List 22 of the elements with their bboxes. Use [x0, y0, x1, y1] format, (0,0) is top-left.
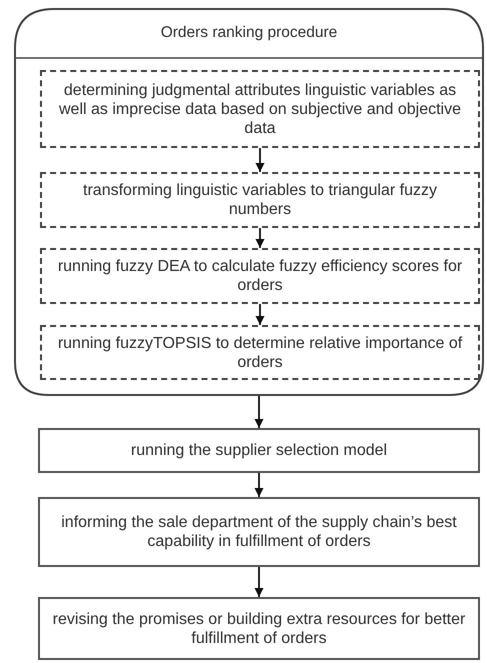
process-box — [38, 428, 480, 473]
step-text: revising the promises or building extra resources for better fulfillment of orders — [52, 610, 466, 648]
step-text: running the supplier selection model — [130, 441, 388, 460]
dashed-step-box — [40, 70, 480, 148]
dashed-step-box — [40, 325, 480, 380]
process-box — [38, 597, 480, 660]
process-box — [38, 497, 480, 567]
arrow — [256, 228, 264, 248]
arrow — [256, 304, 264, 325]
arrow — [254, 396, 264, 428]
step-text: running fuzzyTOPSIS to determine relative importance of orders — [56, 334, 464, 372]
step-text: determining judgmental attributes linguistic variables as well as imprecise data based on subjective and objective data — [58, 80, 462, 138]
dashed-step-box — [40, 172, 480, 228]
arrow — [254, 473, 264, 497]
step-text: running fuzzy DEA to calculate fuzzy efficiency scores for orders — [56, 257, 464, 295]
step-text: transforming linguistic variables to triangular fuzzy numbers — [82, 181, 438, 219]
procedure-container — [14, 8, 484, 396]
step-text: informing the sale department of the supply chain’s best capability in fulfillment of orders — [60, 513, 458, 551]
arrow — [254, 567, 264, 597]
arrow — [256, 148, 264, 172]
dashed-step-box — [40, 248, 480, 304]
container-heading: Orders ranking procedure — [160, 23, 338, 42]
